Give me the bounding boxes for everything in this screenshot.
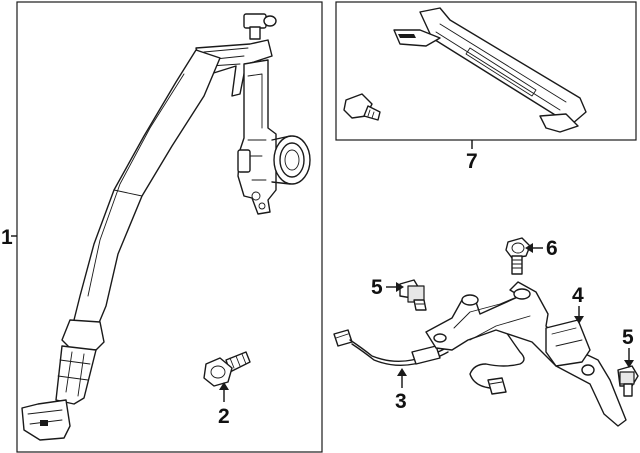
bracket-part-7 <box>393 7 587 133</box>
svg-text:6: 6 <box>546 237 558 260</box>
callout-2: 2 <box>218 382 230 428</box>
svg-text:4: 4 <box>572 284 584 307</box>
bolt-part-2 <box>203 351 251 387</box>
sensor-bracket-part-4 <box>425 281 627 427</box>
bolt-part-5-right <box>617 365 639 397</box>
svg-text:1: 1 <box>1 226 13 249</box>
callout-5-left: 5 <box>371 276 404 299</box>
callout-7: 7 <box>466 140 478 173</box>
svg-text:2: 2 <box>218 405 230 428</box>
callout-5-right: 5 <box>622 326 634 368</box>
callout-3: 3 <box>395 368 407 413</box>
upper-anchor-bolt <box>243 13 277 40</box>
svg-text:5: 5 <box>371 276 383 299</box>
bolt-part-5-left <box>399 279 427 311</box>
seat-belt-assembly-frame <box>16 1 323 453</box>
belt-webbing <box>71 49 221 331</box>
svg-text:7: 7 <box>466 150 478 173</box>
bracket-inset-frame <box>335 1 637 141</box>
bracket-bolt <box>343 93 381 121</box>
svg-text:5: 5 <box>622 326 634 349</box>
bolt-part-6 <box>505 237 531 275</box>
callout-4: 4 <box>572 284 584 324</box>
retractor-spool <box>271 135 311 185</box>
callout-1: 1 <box>1 226 17 249</box>
seat-belt-assembly <box>21 13 311 441</box>
wire-harness-part-3 <box>333 319 525 395</box>
svg-text:3: 3 <box>395 390 407 413</box>
callout-6: 6 <box>525 237 558 260</box>
